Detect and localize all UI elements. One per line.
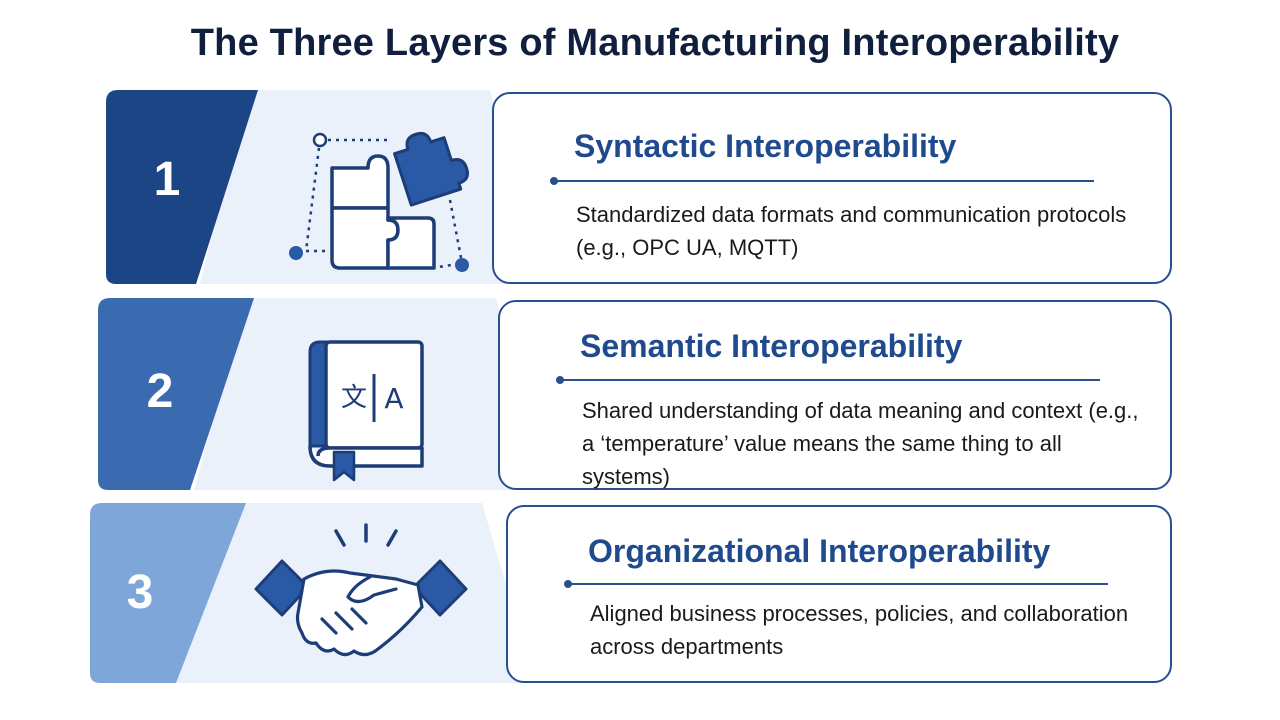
layer-2-tab	[0, 298, 545, 492]
layer-2-title: Semantic Interoperability	[580, 328, 963, 364]
layer-2: 2 文 A Semantic Interoperability Shared u…	[0, 298, 1280, 492]
layer-2-description: Shared understanding of data meaning and…	[582, 398, 1139, 489]
puzzle-icon	[282, 108, 482, 288]
layer-1-card: Syntactic Interoperability Standardized …	[492, 92, 1172, 284]
svg-text:文: 文	[341, 383, 367, 413]
layer-3-description: Aligned business processes, policies, an…	[590, 601, 1129, 659]
layer-3-card: Organizational Interoperability Aligned …	[506, 505, 1172, 683]
layer-3: 3 Organizational Interoperability Aligne…	[0, 503, 1280, 685]
translation-book-icon: 文 A	[296, 322, 446, 487]
layer-1-description: Standardized data formats and communicat…	[576, 202, 1127, 260]
layer-1-divider	[550, 177, 1094, 185]
diagram-title: The Three Layers of Manufacturing Intero…	[190, 22, 1120, 64]
layer-1-title: Syntactic Interoperability	[574, 128, 957, 164]
layer-2-number: 2	[146, 365, 174, 418]
layer-3-title: Organizational Interoperability	[588, 533, 1051, 569]
layer-2-card: Semantic Interoperability Shared underst…	[498, 300, 1172, 490]
layer-1: 1 Syntactic Interoperability	[0, 90, 1280, 286]
handshake-icon	[246, 523, 476, 678]
layer-3-divider	[564, 580, 1108, 588]
layer-3-number: 3	[126, 566, 154, 619]
layer-1-number: 1	[153, 153, 181, 206]
svg-text:A: A	[384, 382, 403, 415]
layer-2-divider	[556, 376, 1100, 384]
